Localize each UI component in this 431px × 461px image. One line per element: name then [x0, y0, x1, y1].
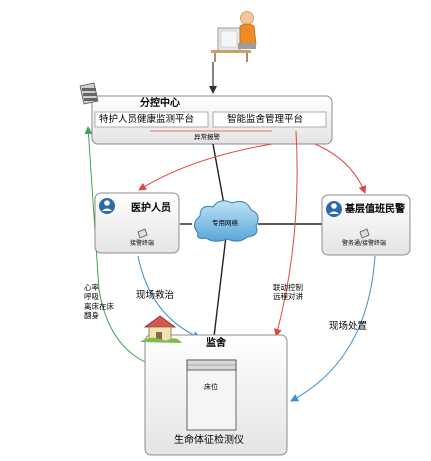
network-cloud-icon [194, 200, 259, 242]
cell-box [144, 334, 288, 456]
edge-alarm-to-medical [138, 143, 273, 191]
rescue-label: 现场救治 [136, 290, 175, 301]
phone-icon-police [359, 228, 370, 239]
edge-medical-to-cell [137, 255, 201, 339]
edge-linkage-to-cell [273, 130, 298, 337]
police-device-label: 警务通/接警终端 [342, 240, 387, 247]
vitals-label: 心率 呼吸 离床在床 翻身 [84, 283, 114, 321]
server-icon [79, 82, 99, 105]
bed-label: 床位 [204, 383, 218, 391]
edge-network-to-cell [212, 227, 228, 346]
medical-box [94, 192, 180, 254]
network-label: 专用网络 [212, 219, 238, 227]
edge-center-to-network [212, 143, 226, 211]
operator-icon [211, 11, 257, 62]
cell-device-label: 生命体征检测仪 [174, 435, 244, 446]
edge-police-to-cell [290, 255, 376, 402]
house-icon [140, 315, 182, 343]
platform-health-label: 特护人员健康监测平台 [99, 114, 195, 125]
medical-device-label: 接警终端 [130, 240, 155, 247]
center-box [91, 95, 333, 145]
medical-title: 医护人员 [131, 203, 171, 214]
linkage-label: 联动控制 远程对讲 [273, 283, 303, 302]
platform-mgmt-label: 智能监舍管理平台 [227, 114, 304, 125]
person-icon-medical [99, 198, 115, 214]
onsite-label: 现场处置 [329, 321, 368, 332]
phone-icon-medical [137, 228, 148, 239]
cell-title: 监舍 [206, 338, 226, 349]
police-title: 基层值班民警 [345, 204, 405, 215]
center-title: 分控中心 [140, 98, 180, 109]
alarm-label: 异常报警 [194, 133, 220, 141]
person-icon-police [326, 201, 342, 217]
edge-alarm-to-police [314, 143, 367, 194]
police-box [321, 194, 411, 256]
